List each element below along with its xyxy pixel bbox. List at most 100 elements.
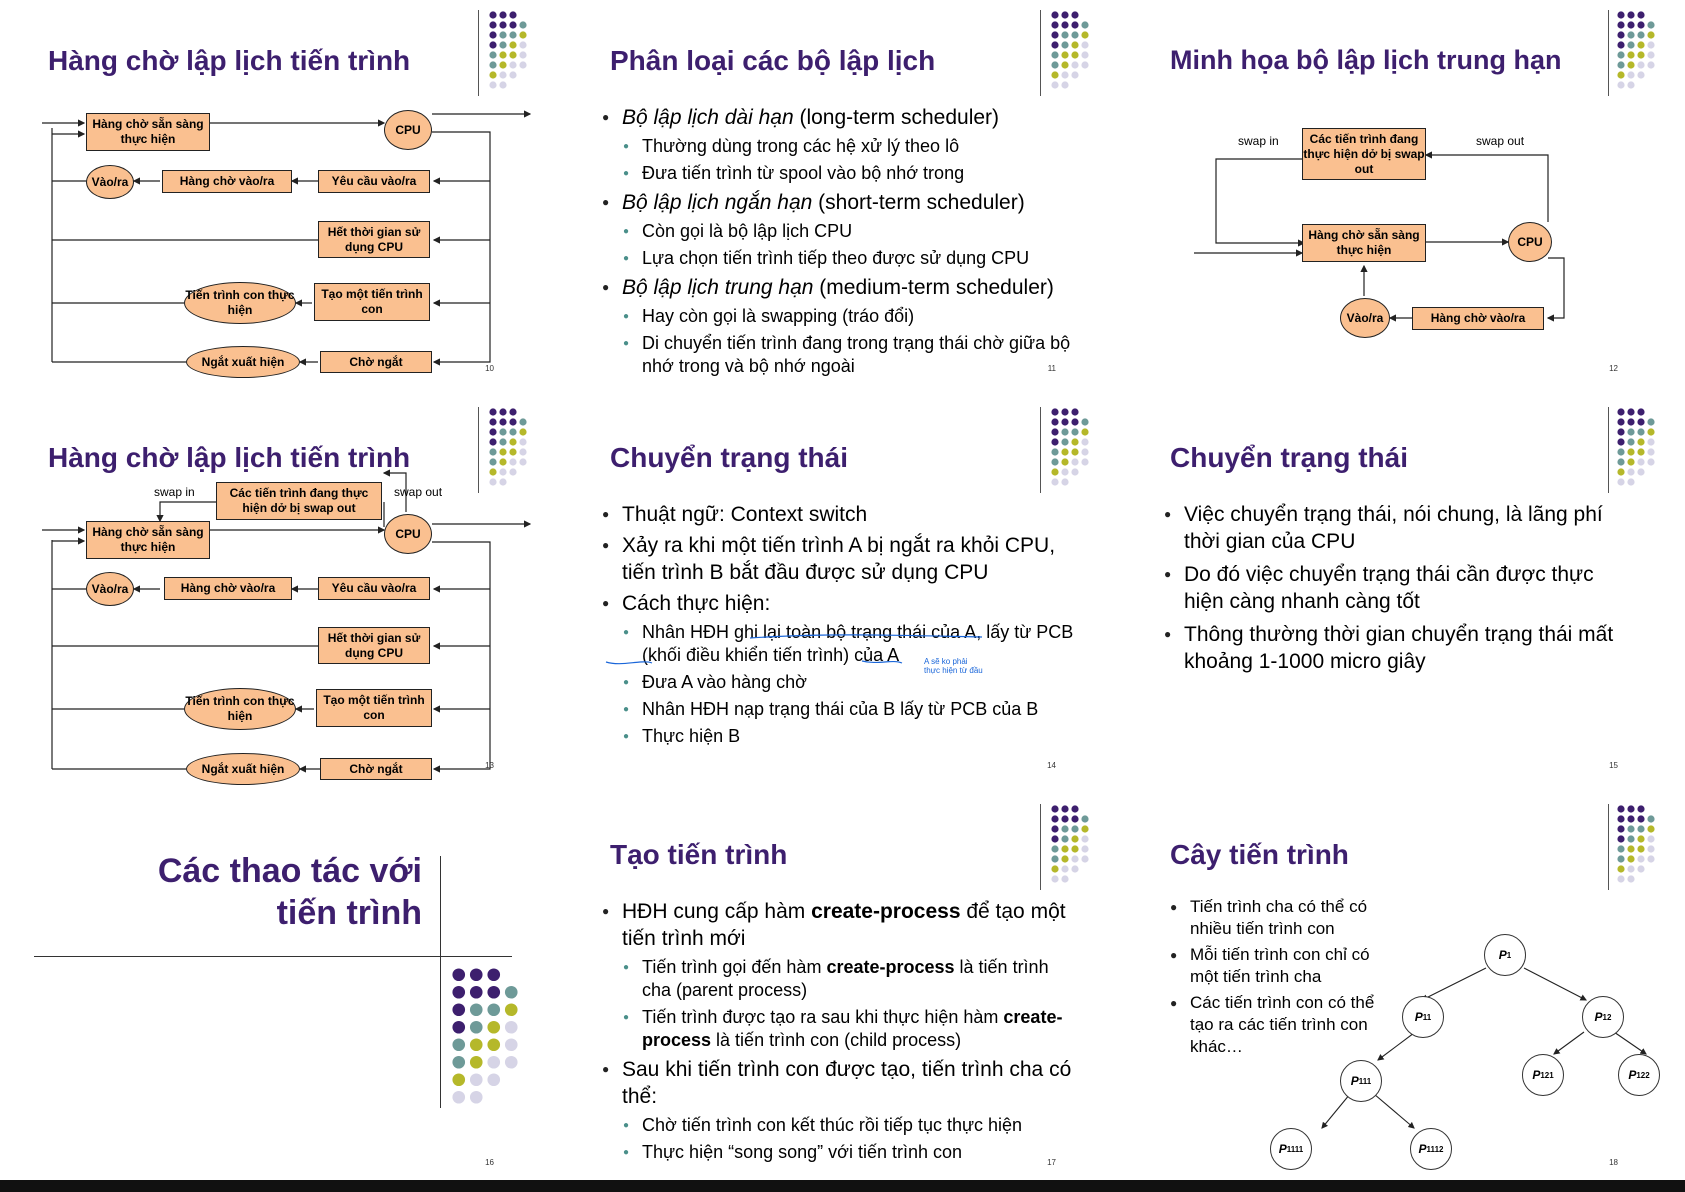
page-number: 15 — [1609, 761, 1618, 770]
queue-diagram-lines — [42, 469, 532, 773]
horizontal-rule — [34, 956, 512, 957]
sub-bullet-item: Thực hiện B — [602, 725, 1082, 748]
sub-bullet-item: Lựa chọn tiến trình tiếp theo được sử dụ… — [602, 247, 1082, 270]
io-request-box: Yêu cầu vào/ra — [318, 170, 430, 193]
page-number: 18 — [1609, 1158, 1618, 1167]
bullet-item: Việc chuyển trạng thái, nói chung, là lã… — [1164, 501, 1634, 555]
divider — [1608, 10, 1609, 96]
bullet-list: Việc chuyển trạng thái, nói chung, là lã… — [1164, 501, 1634, 679]
bullet-item: Mỗi tiến trình con chỉ có một tiến trình… — [1170, 944, 1390, 988]
time-slice-box: Hết thời gian sử dụng CPU — [318, 221, 430, 258]
decoration-dots-icon — [489, 408, 527, 486]
divider — [478, 407, 479, 493]
slide-11: Phân loại các bộ lập lịch Bộ lập lịch dà… — [562, 0, 1124, 397]
bullet-item: Các tiến trình con có thể tạo ra các tiế… — [1170, 992, 1390, 1058]
page-number: 16 — [485, 1158, 494, 1167]
swap-in-label: swap in — [154, 485, 195, 499]
bullet-item: Xảy ra khi một tiến trình A bị ngắt ra k… — [602, 532, 1082, 586]
sub-bullet-item: Chờ tiến trình con kết thúc rồi tiếp tục… — [602, 1114, 1082, 1137]
bullet-item: Sau khi tiến trình con được tạo, tiến tr… — [602, 1056, 1082, 1110]
bullet-item: Thuật ngữ: Context switch — [602, 501, 1082, 528]
swapped-out-box: Các tiến trình đang thực hiện dở bị swap… — [216, 482, 382, 520]
slide-15: Chuyển trạng thái Việc chuyển trạng thái… — [1124, 397, 1685, 794]
decoration-dots-icon — [1617, 805, 1655, 883]
swap-in-label: swap in — [1238, 134, 1279, 148]
page-title: Tạo tiến trình — [610, 839, 788, 870]
decoration-dots-icon — [452, 968, 518, 1104]
swap-out-label: swap out — [394, 485, 443, 499]
io-queue-box: Hàng chờ vào/ra — [1412, 307, 1544, 330]
sub-bullet-item: Di chuyển tiến trình đang trong trạng th… — [602, 332, 1082, 378]
bullet-item: Tiến trình cha có thể có nhiều tiến trìn… — [1170, 896, 1390, 940]
cpu-node: CPU — [384, 110, 432, 150]
bullet-item: Thông thường thời gian chuyển trạng thái… — [1164, 621, 1634, 675]
sub-bullet-item: Hay còn gọi là swapping (tráo đổi) — [602, 305, 1082, 328]
page-number: 11 — [1047, 364, 1056, 373]
cpu-node: CPU — [1508, 222, 1552, 262]
decoration-dots-icon — [489, 11, 527, 89]
sub-bullet-item: Thực hiện “song song” với tiến trình con — [602, 1141, 1082, 1164]
io-queue-box: Hàng chờ vào/ra — [164, 577, 292, 600]
ready-queue-box: Hàng chờ sẵn sàng thực hiện — [86, 113, 210, 151]
page-title: Phân loại các bộ lập lịch — [610, 45, 936, 76]
page-title: Hàng chờ lập lịch tiến trình — [48, 45, 411, 76]
vertical-rule — [440, 856, 441, 1108]
io-queue-box: Hàng chờ vào/ra — [162, 170, 292, 193]
process-tree-edges — [1321, 967, 1647, 1129]
fork-box: Tạo một tiến trình con — [314, 283, 430, 321]
io-node: Vào/ra — [86, 165, 134, 199]
divider — [1608, 804, 1609, 890]
divider — [1040, 407, 1041, 493]
bullet-item: Bộ lập lịch ngắn hạn (short-term schedul… — [602, 189, 1082, 216]
cpu-node: CPU — [384, 514, 432, 554]
queue-diagram-lines — [42, 110, 532, 366]
decoration-dots-icon — [1051, 11, 1089, 89]
slide-12: Minh họa bộ lập lịch trung hạn swap in s… — [1124, 0, 1685, 397]
child-exec-node: Tiến trình con thực hiện — [184, 282, 296, 324]
sub-bullet-item: Tiến trình được tạo ra sau khi thực hiện… — [602, 1006, 1082, 1052]
interrupt-node: Ngắt xuất hiện — [186, 753, 300, 785]
bullet-list: HĐH cung cấp hàm create-process để tạo m… — [602, 898, 1082, 1168]
divider — [1040, 10, 1041, 96]
wait-interrupt-box: Chờ ngắt — [320, 758, 432, 780]
swap-out-label: swap out — [1476, 134, 1525, 148]
page-title: Minh họa bộ lập lịch trung hạn — [1170, 45, 1562, 75]
page-number: 10 — [485, 364, 494, 373]
sub-bullet-item: Đưa A vào hàng chờ — [602, 671, 1082, 694]
fork-box: Tạo một tiến trình con — [316, 689, 432, 727]
page-number: 13 — [485, 761, 494, 770]
decoration-dots-icon — [1617, 11, 1655, 89]
handwritten-underline — [605, 634, 983, 665]
handwritten-note: A sẽ ko phải thực hiện từ đầu — [924, 657, 983, 675]
slide-13: Hàng chờ lập lịch tiến trình sw — [0, 397, 562, 794]
slide-17: Tạo tiến trình HĐH cung cấp hàm create-p… — [562, 794, 1124, 1191]
io-node: Vào/ra — [86, 572, 134, 606]
ready-queue-box: Hàng chờ sẵn sàng thực hiện — [86, 521, 210, 559]
divider — [1040, 804, 1041, 890]
io-node: Vào/ra — [1340, 298, 1390, 338]
bullet-item: HĐH cung cấp hàm create-process để tạo m… — [602, 898, 1082, 952]
bullet-item: Bộ lập lịch dài hạn (long-term scheduler… — [602, 104, 1082, 131]
child-exec-node: Tiến trình con thực hiện — [184, 688, 296, 730]
slide-18: Cây tiến trình Tiến trình cha có thể có … — [1124, 794, 1685, 1191]
wait-interrupt-box: Chờ ngắt — [320, 351, 432, 373]
page-number: 17 — [1047, 1158, 1056, 1167]
swapped-out-box: Các tiến trình đang thực hiện dở bị swap… — [1302, 128, 1426, 180]
sub-bullet-item: Đưa tiến trình từ spool vào bộ nhớ trong — [602, 162, 1082, 185]
bottom-bar — [0, 1180, 1685, 1192]
page-title: Hàng chờ lập lịch tiến trình — [48, 442, 411, 473]
bullet-item: Cách thực hiện: — [602, 590, 1082, 617]
page-title: Cây tiến trình — [1170, 839, 1349, 870]
decoration-dots-icon — [1051, 805, 1089, 883]
slide-14: Chuyển trạng thái Thuật ngữ: Context swi… — [562, 397, 1124, 794]
page-title: Chuyển trạng thái — [610, 442, 849, 473]
sub-bullet-item: Nhân HĐH nạp trạng thái của B lấy từ PCB… — [602, 698, 1082, 721]
